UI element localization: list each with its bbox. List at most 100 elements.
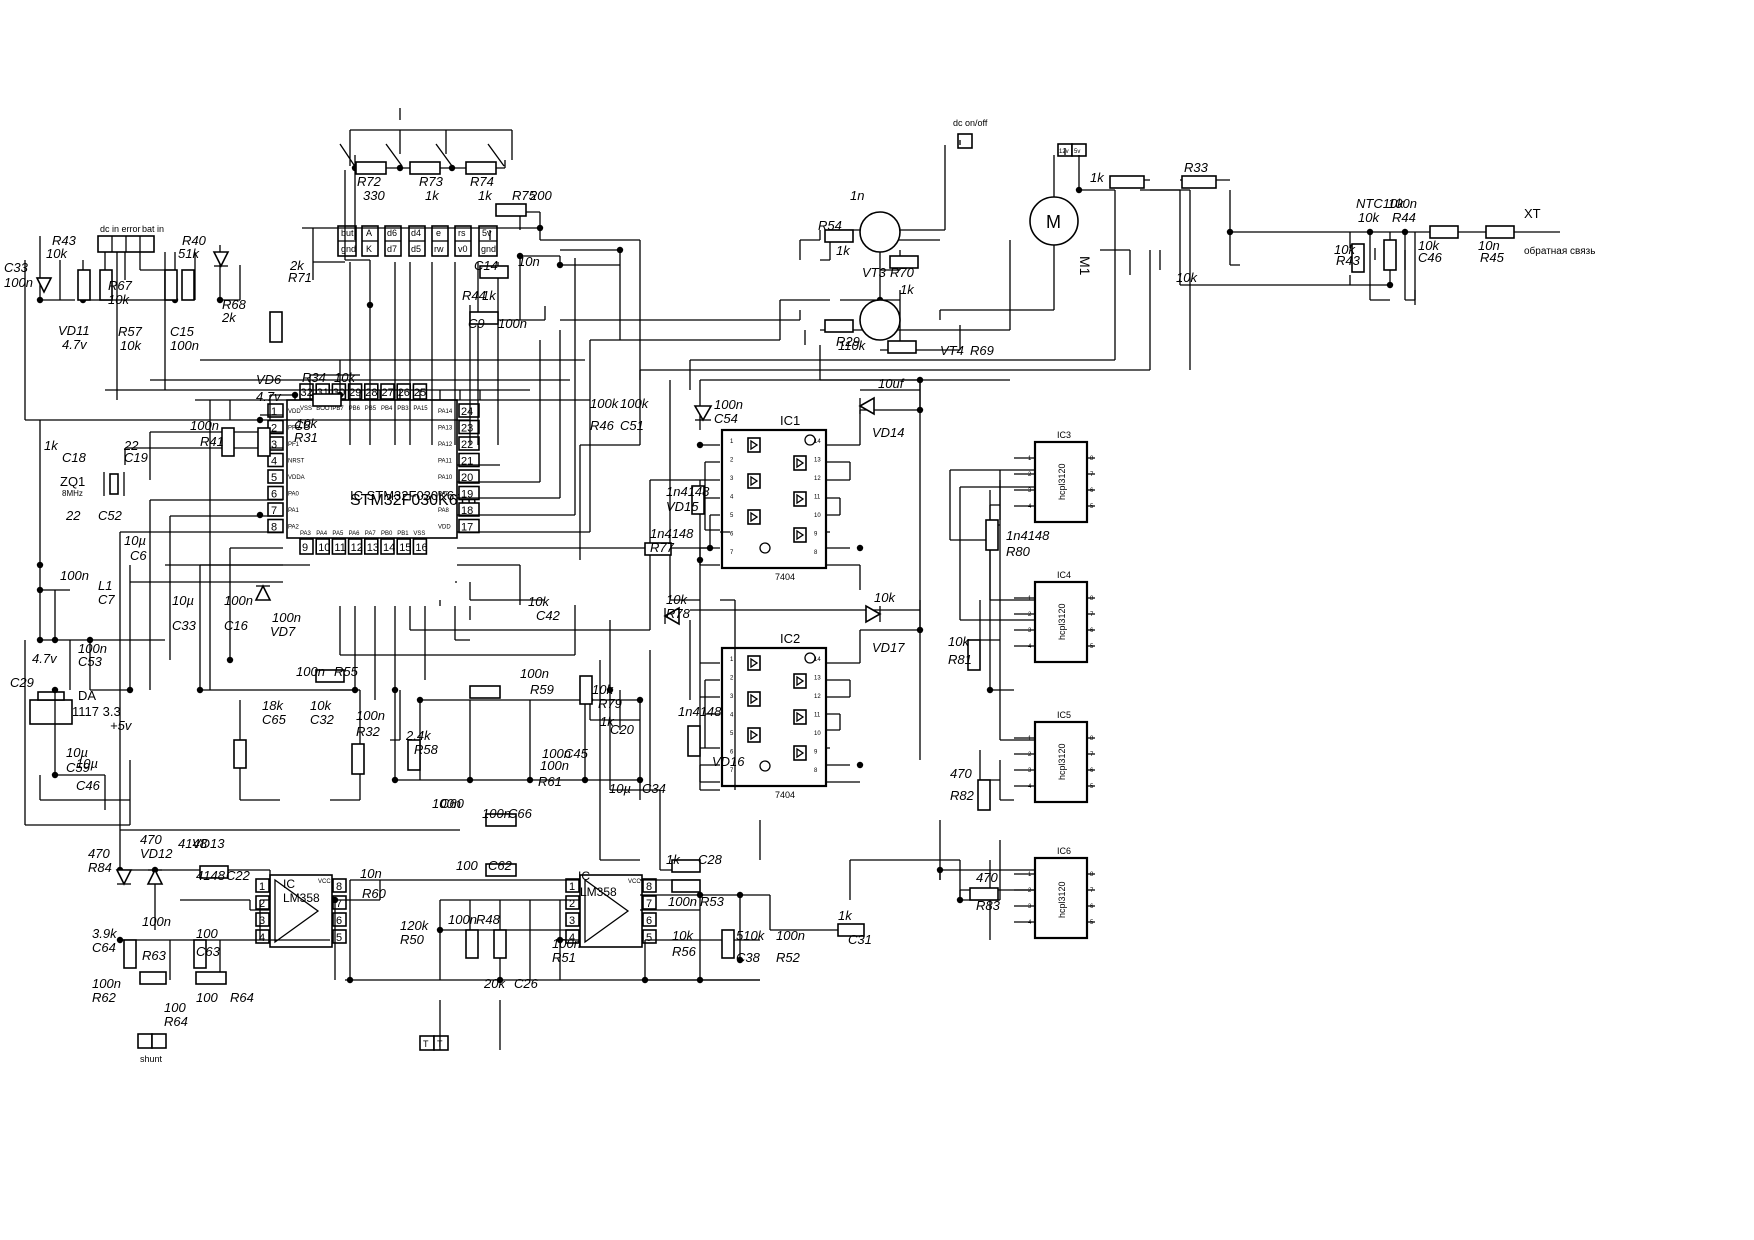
semiconductors — [35, 211, 901, 886]
component-label: 10k — [528, 594, 550, 609]
component-label: R67 — [108, 278, 133, 293]
component-label: R62 — [92, 990, 117, 1005]
component-label: R79 — [598, 696, 622, 711]
mcu-pin-number: 20 — [461, 472, 473, 484]
inverter-pin-number: 14 — [814, 439, 821, 445]
opamp-pin-box — [642, 912, 657, 927]
dc-onoff-terminal — [957, 133, 973, 149]
inverter-pin-number: 12 — [814, 694, 821, 700]
component-label: 100 — [196, 990, 218, 1005]
component-label: 100n — [170, 338, 199, 353]
shunt-label: shunt — [140, 1054, 163, 1064]
component-label: 10k — [46, 246, 68, 261]
inverter-gate — [793, 745, 807, 761]
mcu-pin-box — [299, 538, 314, 555]
opamp-pin-box — [255, 912, 270, 927]
mcu-pin-box — [347, 538, 363, 555]
inverter-pin-number: 10 — [814, 731, 821, 737]
mcu-pin-name: PB5 — [365, 406, 377, 412]
inverter-vcc-symbol — [804, 652, 816, 664]
component-label: 10k — [666, 592, 688, 607]
mcu-pin-name: PA1 — [288, 508, 300, 514]
mcu-pin-number: 1 — [271, 406, 277, 418]
opamp1-part: LM358 — [283, 891, 320, 905]
component-label: R43 — [52, 233, 77, 248]
ic6-part: hcpl3120 — [1057, 881, 1067, 918]
driver-pin-number: 2 — [1028, 888, 1032, 894]
motor-m1: M M1 — [1029, 196, 1093, 276]
component-label: VD7 — [270, 624, 296, 639]
component-label: R59 — [530, 682, 554, 697]
component-label: 470 — [976, 870, 998, 885]
component-label: 3.9k — [92, 926, 118, 941]
inverter-gate-symbol — [750, 475, 759, 487]
component-label: 1n4148 — [678, 704, 722, 719]
main-ic-part: STM32F030K6T6 — [350, 492, 476, 509]
component-label: VD11 — [58, 323, 90, 338]
mcu-pin-number: 4 — [271, 456, 277, 468]
mcu-pin-number: 10 — [318, 542, 330, 554]
component-label: C8 — [294, 418, 311, 433]
t-label-1: T — [423, 1039, 429, 1049]
component-label: R70 — [890, 265, 915, 280]
ic1-part: 7404 — [775, 572, 795, 582]
inverter-pin-number: 8 — [814, 768, 818, 774]
component-label: C42 — [536, 608, 561, 623]
component-label: R84 — [88, 860, 112, 875]
conn-d4: d4 — [411, 228, 421, 238]
inverter-pin-number: 2 — [730, 458, 734, 464]
mcu-pin-name: PA5 — [332, 531, 344, 537]
component-label: VD16 — [712, 754, 745, 769]
component-label: 10k — [672, 928, 694, 943]
component-label: C33 — [172, 618, 197, 633]
conn-v0: v0 — [458, 244, 468, 254]
driver-pin-number: 8 — [1090, 456, 1094, 462]
mcu-pin-name: PB7 — [332, 406, 344, 412]
mcu-pin-number: 5 — [271, 472, 277, 484]
component-label: R50 — [400, 932, 425, 947]
components — [77, 161, 1515, 985]
inverter-gate-symbol — [796, 529, 805, 541]
opamp1-vcc: VCC — [318, 879, 331, 885]
component-label: 10µ — [609, 781, 631, 796]
component-label: 1k — [600, 714, 615, 729]
inverter-gate-symbol — [796, 457, 805, 469]
conn-k: K — [366, 244, 372, 254]
main-ic-ref: IC STM32F030K6 — [350, 488, 454, 503]
component-label: C34 — [642, 781, 666, 796]
ic1-inverter: IC1 7404 — [720, 413, 828, 582]
mcu-pin-number: 16 — [415, 542, 427, 554]
opamp-1: IC LM358 VCC — [269, 874, 333, 948]
component-label: 1k — [900, 282, 915, 297]
mcu-pin-name: PA4 — [316, 531, 328, 537]
driver-pin-number: 5 — [1090, 920, 1094, 926]
inverter-pin-number: 3 — [730, 694, 734, 700]
dc-onoff-label: dc on/off — [953, 118, 988, 128]
opamp-pin-box — [255, 895, 270, 910]
inverter-pin-number: 9 — [814, 532, 818, 538]
component-label: 100 — [456, 858, 478, 873]
driver-pin-number: 6 — [1090, 488, 1094, 494]
driver-pin-number: 5 — [1090, 644, 1094, 650]
opamp2-part: LM358 — [580, 885, 617, 899]
opamp-pin-box — [332, 878, 347, 893]
component-label: 22 — [123, 438, 139, 453]
component-label: C63 — [196, 944, 221, 959]
component-label: 100 — [196, 926, 218, 941]
motor-symbol: M — [1046, 212, 1061, 232]
component-label: 470 — [88, 846, 110, 861]
driver-pin-number: 4 — [1028, 920, 1032, 926]
status-dc-in-error: dc in error — [100, 224, 141, 234]
component-label: VD17 — [872, 640, 905, 655]
driver-pin-number: 6 — [1090, 628, 1094, 634]
mcu-pin-number: 9 — [302, 542, 308, 554]
component-label: C65 — [262, 712, 287, 727]
mcu-pin-box — [396, 538, 412, 555]
component-label: R40 — [182, 233, 207, 248]
mcu-pin-name: PF1 — [288, 442, 300, 448]
inverter-vcc-symbol — [804, 434, 816, 446]
mcu-pin-number: 6 — [271, 489, 277, 501]
ic2-part: 7404 — [775, 790, 795, 800]
component-label: C64 — [92, 940, 116, 955]
